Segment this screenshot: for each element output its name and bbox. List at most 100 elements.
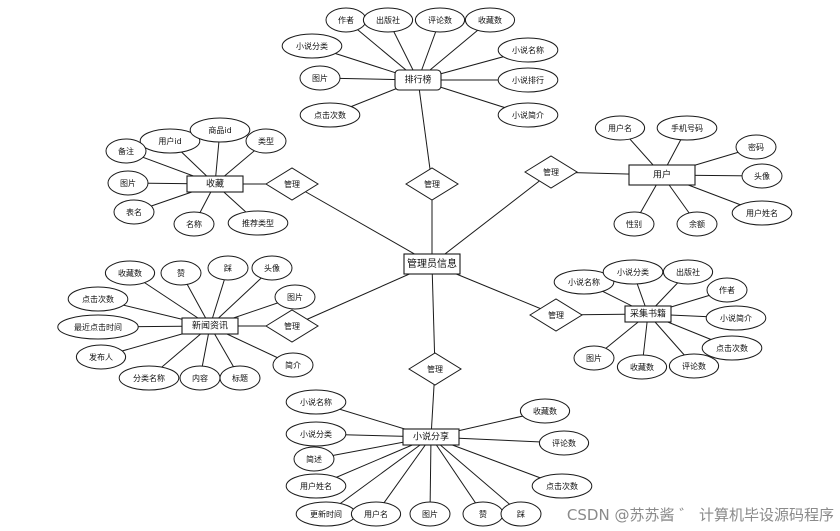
attribute-news-6 [57,314,139,340]
entity-collect [624,305,672,323]
attribute-ranking-8 [299,102,361,128]
entity-label-admin-info: 管理员信息 [407,257,457,270]
attribute-label-user-4: 用户姓名 [746,208,778,218]
edge-share-attr-4 [325,436,432,515]
relationship-share [408,352,462,386]
attribute-label-ranking-9: 小说简介 [512,110,544,120]
entity-label-news: 新闻资讯 [192,320,228,332]
edge-share-attr-5 [375,436,432,515]
attribute-ranking-7 [497,67,559,93]
attribute-ranking-5 [497,37,559,63]
attribute-label-share-2: 简述 [306,454,322,464]
attribute-collect-6 [573,345,615,371]
attribute-favorite-7 [227,210,289,236]
entity-ranking [394,69,442,91]
attribute-news-0 [104,260,156,286]
attribute-label-collect-8: 评论数 [682,361,706,371]
edge-hub-favorite [291,183,433,265]
attribute-favorite-1 [189,117,251,143]
attribute-label-share-0: 小说名称 [300,397,332,407]
attribute-collect-2 [662,259,714,285]
attribute-label-news-5: 图片 [287,292,303,302]
attribute-favorite-6 [173,211,215,237]
attribute-label-favorite-5: 表名 [126,207,142,217]
edge-share-attr-7 [430,436,484,515]
attribute-label-favorite-3: 类型 [258,136,274,146]
attribute-label-news-11: 简介 [285,360,301,370]
attribute-label-share-7: 赞 [479,509,487,519]
attribute-label-collect-5: 点击次数 [716,343,748,353]
attribute-news-4 [67,286,129,312]
attribute-label-ranking-1: 出版社 [376,15,400,25]
diagram-nodes: 作者出版社评论数收藏数小说分类小说名称图片小说排行点击次数小说简介用户id商品i… [57,7,793,527]
attribute-label-user-3: 头像 [754,171,770,181]
entity-user [628,164,696,186]
attribute-label-news-3: 头像 [264,263,280,273]
attribute-news-7 [75,344,127,370]
attribute-label-share-5: 用户名 [364,509,388,519]
attribute-collect-5 [701,335,763,361]
attribute-label-ranking-8: 点击次数 [314,110,346,120]
attribute-ranking-6 [299,65,341,91]
attribute-label-collect-7: 收藏数 [630,362,654,372]
attribute-share-0 [285,389,347,415]
entity-label-collect: 采集书籍 [630,308,666,320]
attribute-label-ranking-2: 评论数 [428,15,452,25]
attribute-share-5 [350,501,402,527]
attribute-favorite-4 [107,170,149,196]
attribute-user-6 [676,211,718,237]
attribute-user-3 [741,163,783,189]
relationship-label-user: 管理 [543,167,559,177]
attribute-user-4 [731,200,793,226]
attribute-collect-8 [668,353,720,379]
attribute-label-collect-6: 图片 [586,353,602,363]
attribute-label-collect-1: 小说分类 [617,267,649,277]
attribute-label-share-8: 踩 [517,509,525,519]
attribute-favorite-5 [113,199,155,225]
entity-label-share: 小说分享 [413,431,449,443]
attribute-label-ranking-6: 图片 [312,73,328,83]
attribute-label-news-10: 标题 [232,373,248,383]
relationship-label-collect: 管理 [548,310,564,320]
relationship-ranking [405,167,459,201]
attribute-user-0 [594,115,646,141]
attribute-label-favorite-6: 名称 [186,219,202,229]
attribute-label-favorite-4: 图片 [120,178,136,188]
attribute-news-11 [272,352,314,378]
attribute-collect-3 [706,277,748,303]
attribute-label-news-0: 收藏数 [118,268,142,278]
attribute-news-1 [160,260,202,286]
entity-favorite [186,175,244,193]
attribute-label-favorite-7: 推荐类型 [242,218,274,228]
attribute-ranking-3 [464,7,516,33]
attribute-share-10 [538,430,590,456]
attribute-ranking-2 [414,7,466,33]
attribute-label-user-1: 手机号码 [671,123,703,133]
attribute-share-11 [531,473,593,499]
attribute-collect-4 [705,305,767,331]
entity-news [181,317,239,335]
attribute-label-ranking-0: 作者 [338,15,354,25]
attribute-label-share-11: 点击次数 [546,481,578,491]
attribute-label-ranking-4: 小说分类 [296,41,328,51]
attribute-label-user-2: 密码 [748,142,764,152]
attribute-label-share-1: 小说分类 [300,429,332,439]
entity-label-user: 用户 [653,169,671,181]
attribute-label-share-6: 图片 [422,509,438,519]
attribute-label-share-9: 收藏数 [533,406,557,416]
attribute-favorite-2 [105,138,147,164]
attribute-label-news-7: 发布人 [89,352,113,362]
attribute-label-user-6: 余额 [689,219,705,229]
attribute-label-share-10: 评论数 [552,438,576,448]
attribute-label-news-2: 踩 [224,263,232,273]
attribute-label-favorite-1: 商品id [208,125,231,135]
attribute-ranking-9 [497,102,559,128]
relationship-label-share: 管理 [427,364,443,374]
relationship-label-ranking: 管理 [424,179,440,189]
attribute-share-6 [409,501,451,527]
attribute-label-collect-2: 出版社 [676,267,700,277]
attribute-label-news-9: 内容 [192,373,208,383]
watermark: CSDN @苏苏酱 ゛ 计算机毕设源码程序 [566,506,834,524]
attribute-favorite-3 [245,128,287,154]
